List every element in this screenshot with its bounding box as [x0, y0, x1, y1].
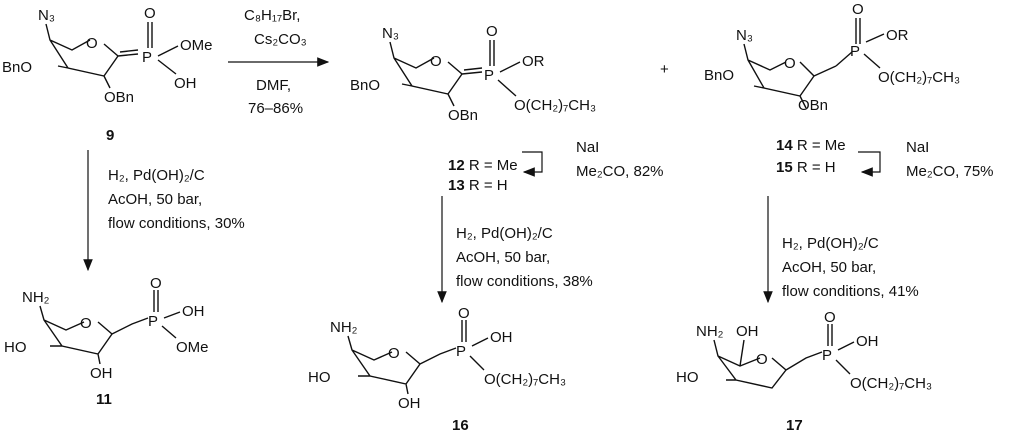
reagent-line: flow conditions, 38% [456, 273, 593, 290]
compound-11: NH₂ O HO OH P O OH OMe 11 [4, 275, 209, 408]
phosphorus: P [142, 49, 152, 66]
svg-text:12 R = Me: 12 R = Me [448, 157, 518, 174]
svg-text:13 R = H: 13 R = H [448, 177, 508, 194]
compound-label-17: 17 [786, 417, 803, 434]
reagent-line: NaI [906, 139, 929, 156]
ring-oxygen: O [756, 351, 768, 368]
hydroxyl-label: OH [182, 303, 205, 320]
label-12-13: 12 R = Me 13 R = H [448, 157, 518, 194]
octyloxy-label: O(CH₂)₇CH₃ [878, 69, 960, 86]
svg-text:15 R = H: 15 R = H [776, 159, 836, 176]
phosphorus: P [148, 313, 158, 330]
azide-label: N₃ [382, 25, 399, 42]
or-label: OR [522, 53, 545, 70]
compound-label-13: 13 [448, 177, 465, 194]
phosphoryl-oxygen: O [144, 5, 156, 22]
reagent-line: C₈H₁₇Br, [244, 7, 300, 24]
r-group: R = H [793, 159, 836, 176]
hydroxyl-label: OH [398, 395, 421, 412]
phosphorus: P [484, 67, 494, 84]
phosphorus: P [456, 343, 466, 360]
reagent-line: AcOH, 50 bar, [456, 249, 550, 266]
compound-label-14: 14 [776, 137, 793, 154]
hydroxyl-label: OH [856, 333, 879, 350]
phosphoryl-oxygen: O [486, 23, 498, 40]
reagent-line: H₂, Pd(OH)₂/C [782, 235, 879, 252]
octyloxy-label: O(CH₂)₇CH₃ [484, 371, 566, 388]
reagent-line: AcOH, 50 bar, [108, 191, 202, 208]
r-group: R = H [465, 177, 508, 194]
bno-label: BnO [704, 67, 734, 84]
bno-label: BnO [2, 59, 32, 76]
obn-label: OBn [798, 97, 828, 114]
phosphoryl-oxygen: O [458, 305, 470, 322]
label-14-15: 14 R = Me 15 R = H [776, 137, 846, 176]
amine-label: NH₂ [330, 319, 358, 336]
obn-label: OBn [104, 89, 134, 106]
hydroxyl-label: HO [676, 369, 699, 386]
compound-label-9: 9 [106, 127, 114, 144]
hydroxyl-label: OH [90, 365, 113, 382]
r-group: R = Me [793, 137, 846, 154]
ring-oxygen: O [86, 35, 98, 52]
compound-label-15: 15 [776, 159, 793, 176]
phosphoryl-oxygen: O [852, 1, 864, 18]
hydroxyl-label: HO [4, 339, 27, 356]
compound-17: NH₂ OH O HO P O OH O(CH₂)₇CH₃ 17 [676, 309, 932, 434]
obn-label: OBn [448, 107, 478, 124]
reagent-line: DMF, [256, 77, 291, 94]
phosphoryl-oxygen: O [824, 309, 836, 326]
hydroxyl-label: HO [308, 369, 331, 386]
reagent-line: 76–86% [248, 100, 303, 117]
compound-label-16: 16 [452, 417, 469, 434]
reagent-line: Me₂CO, 75% [906, 163, 994, 180]
reagent-line: Me₂CO, 82% [576, 163, 664, 180]
octyloxy-label: O(CH₂)₇CH₃ [514, 97, 596, 114]
amine-label: NH₂ [22, 289, 50, 306]
compound-12-13: N₃ O BnO OBn P O OR O(CH₂)₇CH₃ [350, 23, 596, 124]
compound-14-15: N₃ O BnO OBn P O OR O(CH₂)₇CH₃ [704, 1, 960, 114]
azide-label: N₃ [736, 27, 753, 44]
hydroxyl-label: OH [490, 329, 513, 346]
ring-oxygen: O [80, 315, 92, 332]
reagent-line: NaI [576, 139, 599, 156]
svg-text:14 R = Me: 14 R = Me [776, 137, 846, 154]
bracket-arrow [858, 151, 881, 177]
reagent-line: flow conditions, 30% [108, 215, 245, 232]
bno-label: BnO [350, 77, 380, 94]
r-group: R = Me [465, 157, 518, 174]
compound-label-12: 12 [448, 157, 465, 174]
amine-label: NH₂ [696, 323, 724, 340]
alkylation-conditions: C₈H₁₇Br, Cs₂CO₃ DMF, 76–86% [244, 7, 307, 117]
phosphorus: P [850, 43, 860, 60]
reagent-line: AcOH, 50 bar, [782, 259, 876, 276]
ome-label: OMe [180, 37, 213, 54]
reagent-line: H₂, Pd(OH)₂/C [456, 225, 553, 242]
octyloxy-label: O(CH₂)₇CH₃ [850, 375, 932, 392]
or-label: OR [886, 27, 909, 44]
ring-oxygen: O [430, 53, 442, 70]
ring-oxygen: O [388, 345, 400, 362]
compound-label-11: 11 [96, 391, 112, 408]
reagent-line: Cs₂CO₃ [254, 31, 307, 48]
bracket-arrow [522, 151, 543, 177]
ring-oxygen: O [784, 55, 796, 72]
compound-16: NH₂ O HO OH P O OH O(CH₂)₇CH₃ 16 [308, 305, 566, 434]
azide-label: N₃ [38, 7, 55, 24]
phosphoryl-oxygen: O [150, 275, 162, 292]
hydroxyl-label: OH [736, 323, 759, 340]
plus-sign: + [660, 61, 669, 78]
reagent-line: flow conditions, 41% [782, 283, 919, 300]
reagent-line: H₂, Pd(OH)₂/C [108, 167, 205, 184]
compound-9: N₃ O BnO OBn P O OMe OH 9 [2, 5, 213, 144]
oh-label: OH [174, 75, 197, 92]
phosphorus: P [822, 347, 832, 364]
ome-label: OMe [176, 339, 209, 356]
